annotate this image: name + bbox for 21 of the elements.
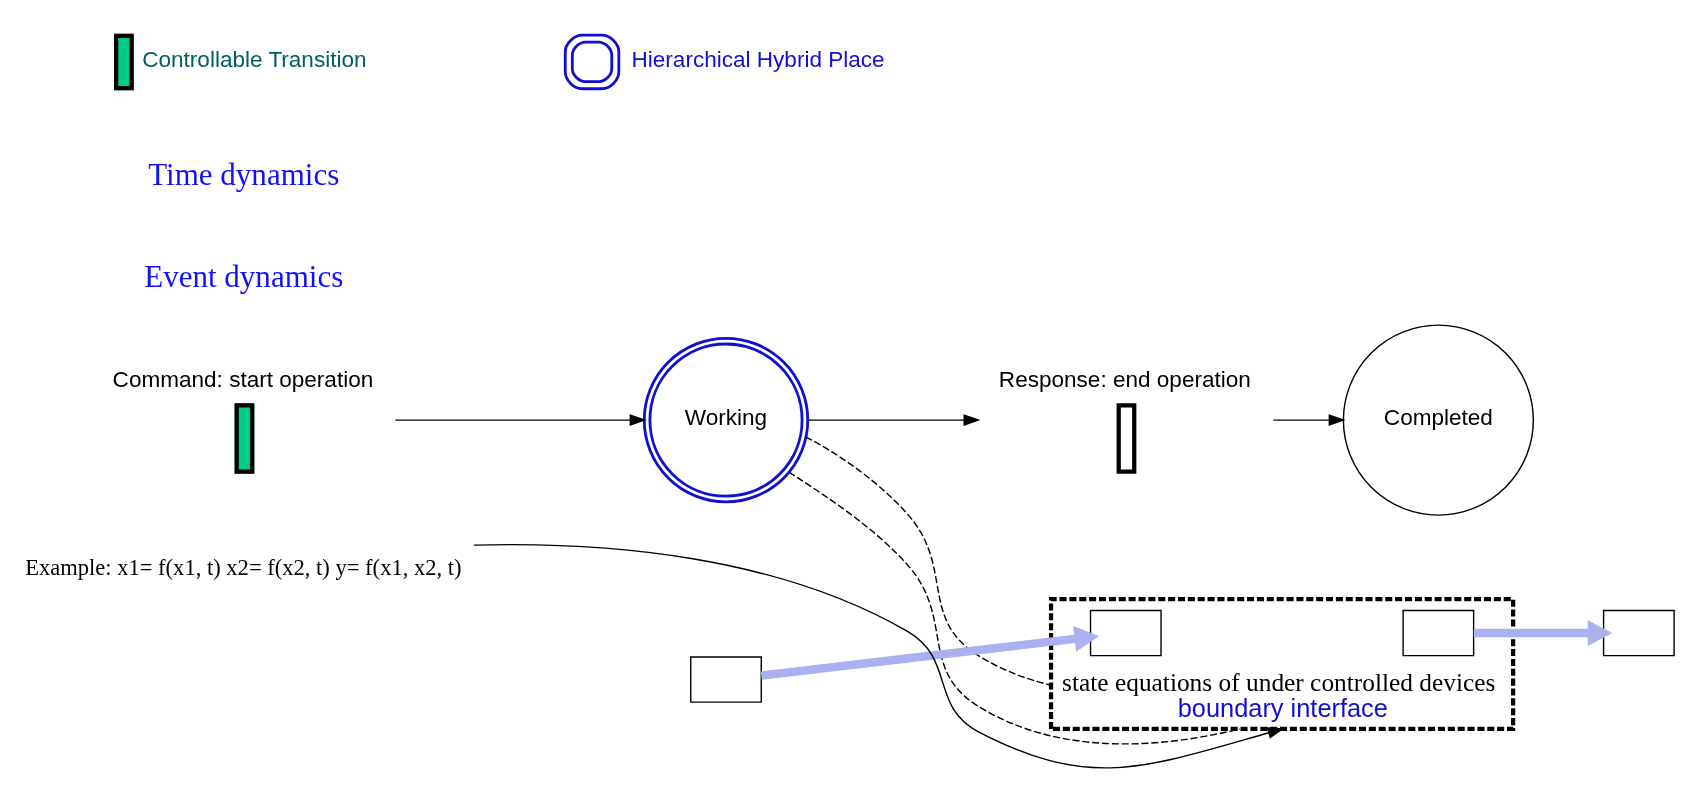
connector (788, 470, 1241, 745)
legend-label: Controllable Transition (142, 46, 367, 72)
node-box (1089, 609, 1162, 656)
node-box (690, 655, 762, 703)
node-label: Command: start operation (112, 366, 374, 392)
arrow (807, 413, 981, 426)
node-text: Example: x1= f(x1, t) x2= f(x2, t) y= f(x1, x2, t) (25, 554, 462, 580)
label: Time dynamics (148, 156, 340, 192)
node-box (1602, 609, 1675, 656)
connector (805, 435, 1052, 686)
arrow (394, 413, 647, 426)
arrow (760, 625, 1100, 680)
arrow (1272, 413, 1346, 426)
node-circle: Completed (1342, 323, 1535, 516)
arrow (1473, 619, 1613, 646)
node-label: Response: end operation (998, 366, 1251, 392)
node-circle: Working (642, 336, 810, 503)
label: Event dynamics (144, 258, 344, 294)
node-box (1402, 609, 1475, 656)
legend-label: Hierarchical Hybrid Place (631, 46, 885, 72)
cluster: state equations of under controlled devices boundary interface (1048, 596, 1516, 731)
